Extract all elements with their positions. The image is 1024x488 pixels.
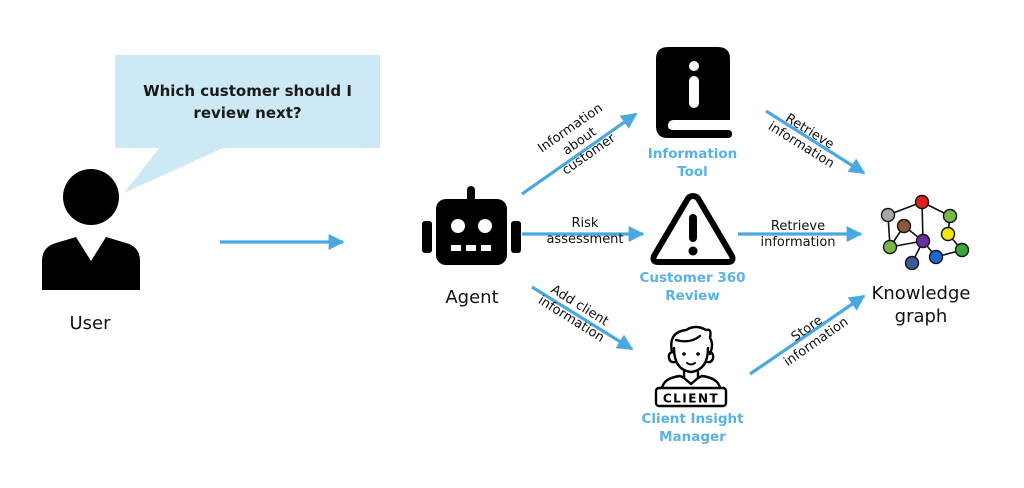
- client-badge-text: CLIENT: [663, 392, 719, 406]
- speech-bubble-text: Which customer should I review next?: [143, 82, 352, 122]
- client-insight-manager-label-line1: Client Insight: [641, 411, 744, 427]
- edge-label-line: Retrieve: [770, 219, 826, 234]
- edge-label-risk-assessment: Risk assessment: [535, 216, 635, 248]
- edge-client-insight-knowledge-graph: [749, 294, 866, 376]
- info-book-icon: [656, 47, 732, 138]
- knowledge-graph-label: Knowledge graph: [858, 282, 984, 328]
- knowledge-graph-icon: [880, 194, 970, 270]
- customer-360-review-label: Customer 360 Review: [625, 269, 760, 305]
- robot-icon: [422, 186, 521, 265]
- edge-label-line: assessment: [546, 232, 624, 247]
- edge-agent-client-insight: [531, 285, 634, 351]
- edge-label-line: information: [760, 235, 836, 250]
- speech-bubble: [115, 55, 380, 148]
- client-insight-manager-label-line2: Manager: [659, 429, 726, 445]
- customer-360-review-label-line1: Customer 360: [639, 270, 746, 286]
- client-person-icon: CLIENT: [654, 325, 728, 408]
- edge-agent-information-tool: [521, 112, 638, 196]
- user-icon: [42, 169, 140, 290]
- information-tool-label-line1: Information: [647, 146, 738, 162]
- client-insight-manager-label: Client Insight Manager: [625, 410, 760, 446]
- information-tool-label-line2: Tool: [677, 164, 708, 180]
- knowledge-graph-label-line2: graph: [894, 306, 948, 327]
- customer-360-review-label-line2: Review: [665, 288, 720, 304]
- edge-label-line: Risk: [571, 216, 599, 231]
- information-tool-label: Information Tool: [630, 145, 755, 181]
- edge-information-tool-knowledge-graph: [765, 109, 866, 175]
- agent-label: Agent: [445, 287, 499, 308]
- warning-triangle-icon: [650, 193, 736, 265]
- user-label: User: [69, 313, 111, 334]
- edge-label-retrieve-information-middle: Retrieve information: [748, 219, 848, 251]
- knowledge-graph-label-line1: Knowledge: [871, 283, 971, 304]
